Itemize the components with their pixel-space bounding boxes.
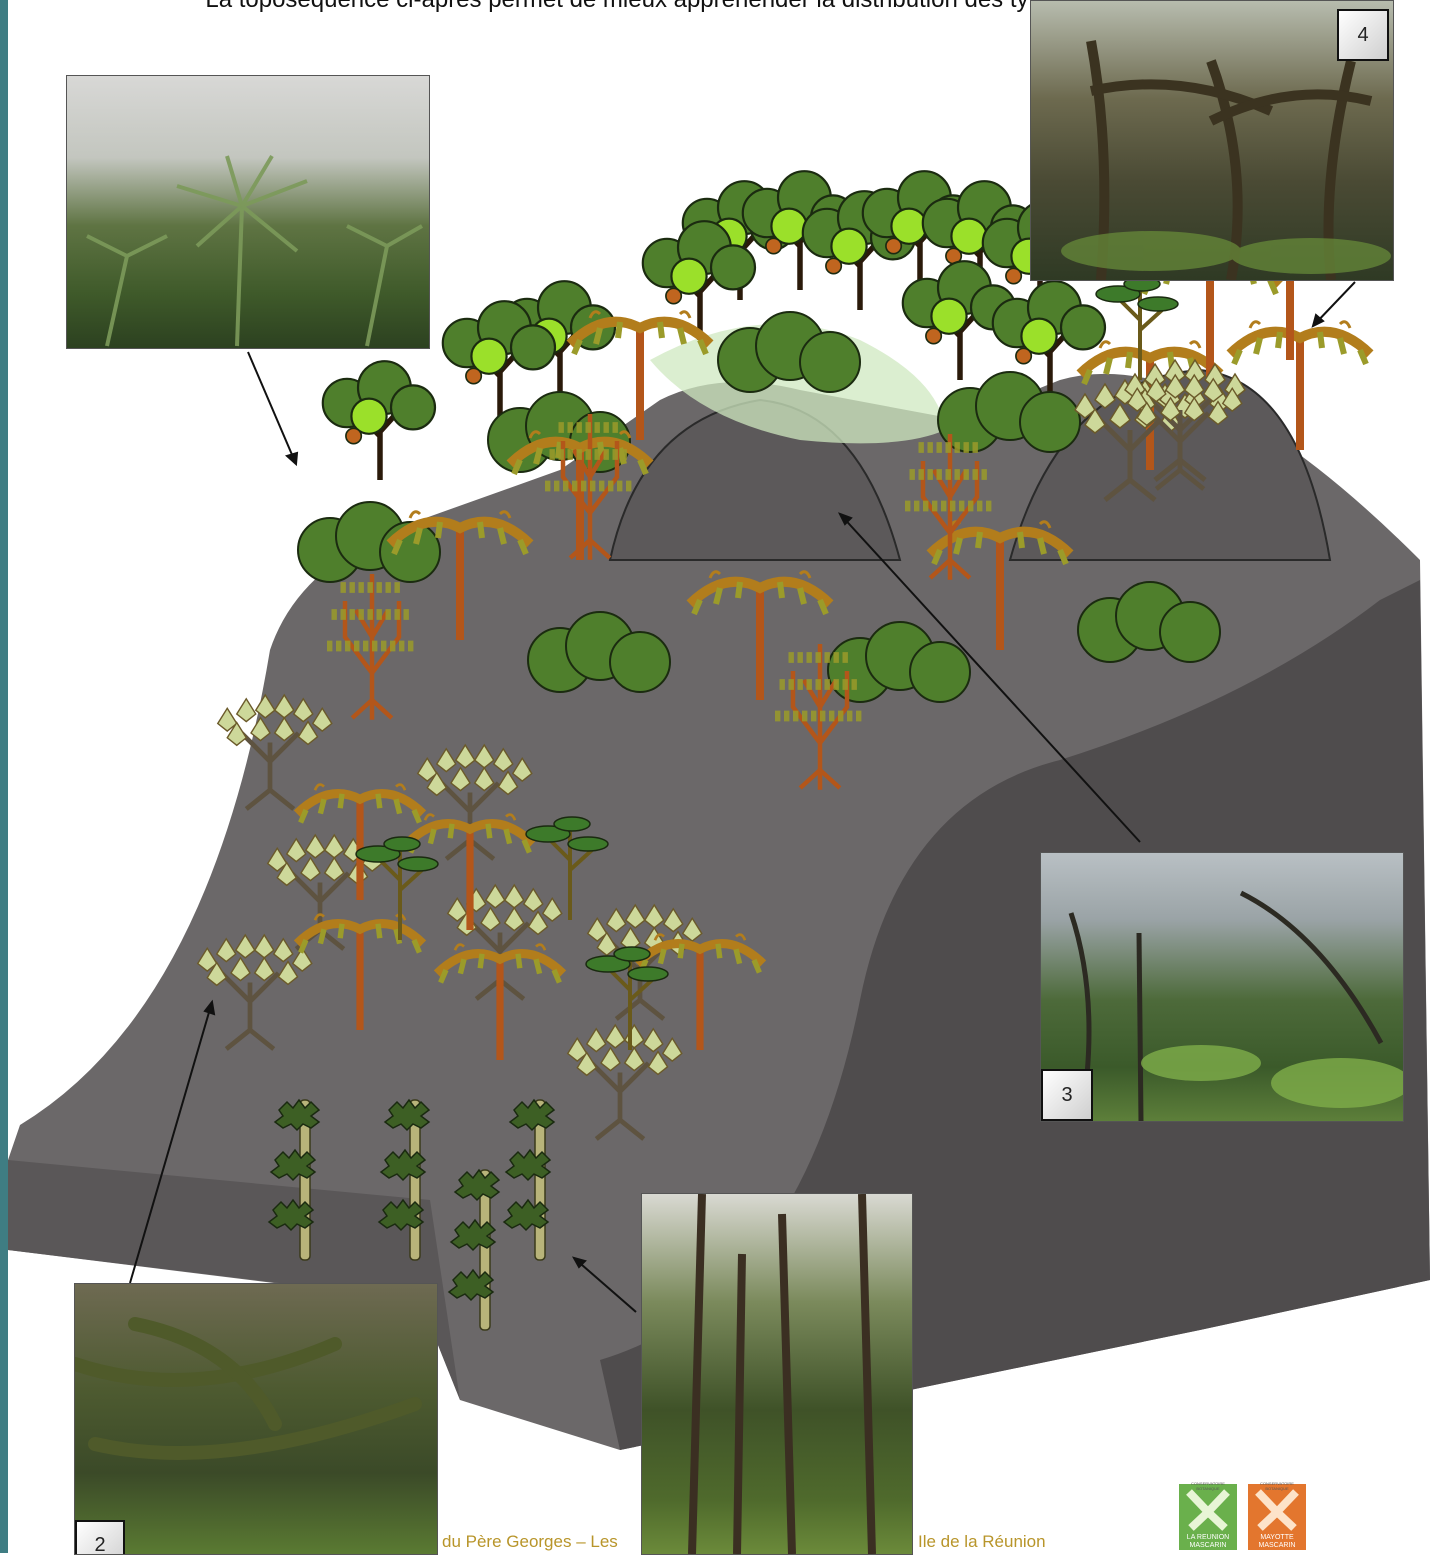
arrow-photo-1 xyxy=(248,352,296,464)
mossy-branches-icon xyxy=(75,1284,437,1554)
photo-cloud-forest: 3 xyxy=(1040,852,1404,1122)
logo-la-reunion: CONSERVATOIRE BOTANIQUE LA REUNION MASCA… xyxy=(1179,1484,1237,1550)
leaf-icon xyxy=(1179,1484,1237,1532)
canopy-tree xyxy=(323,361,435,480)
photo-badge-4: 4 xyxy=(1337,9,1389,61)
footer-left-text: du Père Georges – Les xyxy=(442,1532,618,1552)
photo-mossy-branches: 2 xyxy=(74,1283,438,1555)
cryptomeria-trunks-icon xyxy=(642,1194,912,1554)
logo-mayotte: CONSERVATOIRE BOTANIQUE MAYOTTE MASCARIN xyxy=(1248,1484,1306,1550)
logo-la-reunion-label: LA REUNION MASCARIN xyxy=(1179,1534,1237,1550)
logo-mayotte-top: CONSERVATOIRE BOTANIQUE xyxy=(1248,1481,1306,1491)
cloud-forest-icon xyxy=(1041,853,1403,1121)
logo-mayotte-label: MAYOTTE MASCARIN xyxy=(1248,1534,1306,1550)
shrub-clump xyxy=(718,312,860,392)
flower-icon xyxy=(1248,1484,1306,1532)
photo-badge-3: 3 xyxy=(1041,1069,1093,1121)
photo-badge-2: 2 xyxy=(75,1520,125,1555)
photo-cryptomeria-forest xyxy=(641,1193,913,1555)
logo-la-reunion-top: CONSERVATOIRE BOTANIQUE xyxy=(1179,1481,1237,1491)
photo-pandanus-thicket xyxy=(66,75,430,349)
pandanus-icon xyxy=(67,76,429,348)
footer-right-text: Ile de la Réunion xyxy=(918,1532,1046,1552)
photo-mossy-forest-top: 4 xyxy=(1030,0,1394,281)
